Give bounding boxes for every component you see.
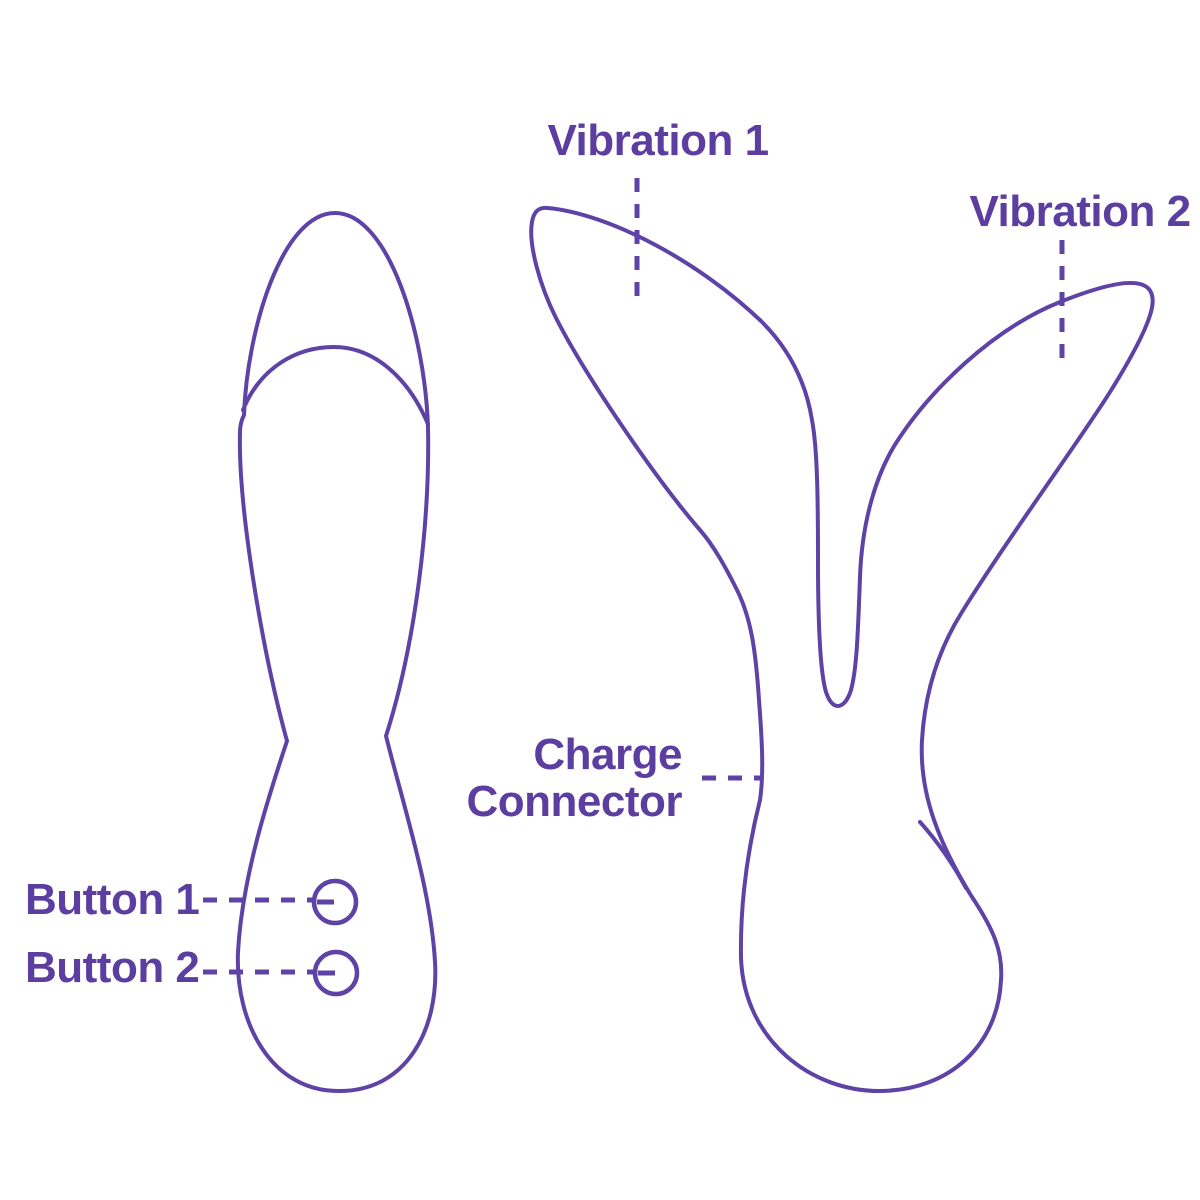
button-2-label: Button 2 <box>25 943 200 992</box>
charge-connector-label-line1: Charge <box>533 730 682 779</box>
button-1-label: Button 1 <box>25 875 200 924</box>
charge-connector-label-line2: Connector <box>466 777 683 826</box>
charge-connector-label: Charge Connector <box>467 731 683 825</box>
vibration-2-label: Vibration 2 <box>969 187 1191 236</box>
front-view-inner-arc <box>241 345 430 426</box>
button-1-circle <box>311 878 359 926</box>
button-2-circle <box>312 949 360 997</box>
side-view-outline <box>529 205 1155 1094</box>
front-view-outline <box>235 211 438 1094</box>
vibration-1-label: Vibration 1 <box>547 116 769 165</box>
side-view-overlap-stroke <box>918 820 968 890</box>
